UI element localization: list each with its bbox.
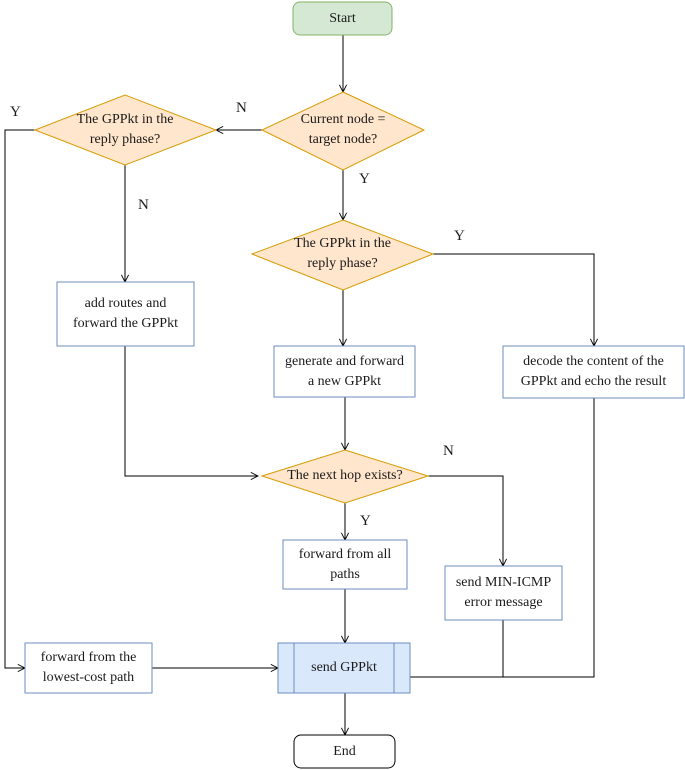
process-forward-all [282, 539, 408, 590]
add-routes-label: add routes and forward the GPPkt [73, 296, 178, 331]
process-add-routes [56, 281, 195, 347]
decision-reply-phase-left [33, 94, 218, 166]
process-decode [502, 345, 685, 399]
subprocess-send-gppkt [277, 642, 411, 694]
decision-reply-phase-mid [250, 219, 435, 291]
edge-label-mid-yes: Y [454, 228, 465, 244]
edge-label-left-no: N [138, 197, 149, 213]
edge-next-hop-no-to-icmp [428, 475, 503, 566]
edge-label-current-yes: Y [359, 171, 370, 187]
process-generate [273, 345, 416, 398]
edge-label-next-yes: Y [360, 513, 371, 529]
edge-add-routes-to-next-hop [124, 346, 258, 476]
decode-label: decode the content of the GPPkt and echo… [520, 354, 667, 389]
edge-label-left-yes: Y [10, 104, 21, 120]
icmp-label: send MIN-ICMP error message [455, 575, 552, 610]
decision-next-hop [260, 449, 430, 504]
reply-phase-left-label: The GPPkt in the reply phase? [76, 112, 174, 147]
generate-label: generate and forward a new GPPkt [285, 353, 404, 389]
edge-label-current-no: N [236, 100, 247, 116]
forward-all-label: forward from all paths [298, 546, 392, 582]
edge-label-next-no: N [443, 443, 454, 459]
connectors [4, 35, 595, 735]
process-lowest-cost [24, 642, 153, 694]
end-terminal [293, 734, 396, 769]
reply-phase-mid-label: The GPPkt in the reply phase? [294, 236, 391, 271]
start-terminal [292, 1, 393, 36]
decision-current-node [260, 91, 426, 171]
end-label: End [333, 743, 356, 759]
current-node-label: Current node = target node? [300, 112, 386, 147]
lowest-cost-label: forward from the lowest-cost path [40, 650, 137, 685]
edge-reply-left-yes-to-lowest-cost [4, 129, 35, 668]
start-label: Start [329, 10, 356, 26]
edge-reply-mid-yes-to-decode [433, 253, 594, 346]
next-hop-label: The next hop exists? [287, 468, 403, 483]
send-gppkt-label: send GPPkt [311, 660, 377, 675]
process-icmp [444, 565, 563, 621]
edge-decode-to-send [410, 398, 595, 678]
